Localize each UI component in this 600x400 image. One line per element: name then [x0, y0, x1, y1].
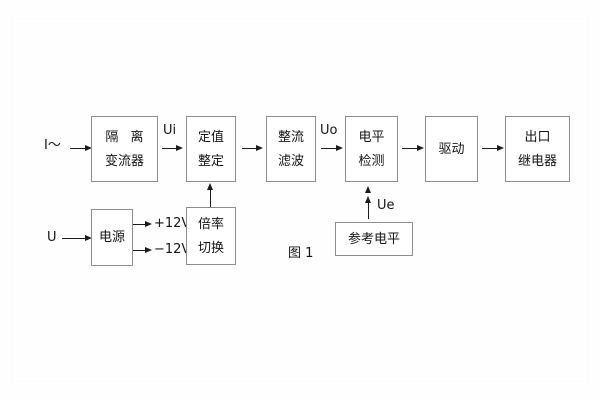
figure-caption: 图 1 — [288, 246, 314, 261]
current-input-line — [70, 148, 87, 149]
rail-negative-12v-arrow-icon — [145, 246, 152, 253]
block-isolation-transformer-line2: 变流器 — [104, 153, 144, 169]
block-reference-level-line1: 参考电平 — [347, 231, 400, 247]
current-input-arrow-icon — [85, 144, 92, 151]
block-setpoint-adjust[interactable]: 定值 整定 — [186, 116, 236, 182]
block-level-detect[interactable]: 电平 检测 — [345, 116, 398, 182]
signal-uo-label: Uo — [320, 123, 338, 138]
block-setpoint-adjust-line2: 整定 — [197, 153, 224, 169]
level-detect-input-arrow-icon — [364, 186, 371, 193]
rail-negative-12v-label: −12V — [154, 242, 191, 257]
block-output-relay-line2: 继电器 — [517, 153, 557, 169]
driver-to-relay-line — [482, 148, 500, 149]
voltage-input-line — [62, 238, 87, 239]
block-level-detect-line1: 电平 — [358, 129, 385, 145]
signal-uo-arrow-icon — [336, 144, 343, 151]
voltage-input-label: U — [47, 230, 57, 245]
current-input-label: I～ — [44, 138, 61, 153]
block-multiplier-switch[interactable]: 倍率 切换 — [186, 207, 236, 265]
signal-uo-line — [321, 148, 338, 149]
block-isolation-transformer[interactable]: 隔 离 变流器 — [91, 116, 158, 182]
block-rectify-filter-line1: 整流 — [277, 129, 304, 145]
setpoint-to-rectify-arrow-icon — [256, 144, 263, 151]
block-isolation-transformer-line1: 隔 离 — [105, 129, 148, 145]
driver-to-relay-arrow-icon — [497, 144, 504, 151]
multiplier-to-setpoint-arrow-icon — [206, 183, 213, 190]
level-to-driver-arrow-icon — [417, 144, 424, 151]
rail-positive-12v-arrow-icon — [145, 220, 152, 227]
diagram-frame — [12, 18, 588, 382]
signal-ue-line — [368, 200, 369, 219]
rail-positive-12v-line — [133, 224, 147, 225]
rail-negative-12v-line — [133, 250, 147, 251]
block-power-supply[interactable]: 电源 — [91, 209, 133, 266]
block-level-detect-line2: 检测 — [358, 153, 385, 169]
block-rectify-filter-line2: 滤波 — [277, 153, 304, 169]
block-multiplier-switch-line1: 倍率 — [197, 216, 224, 232]
block-driver[interactable]: 驱动 — [425, 116, 478, 182]
block-reference-level[interactable]: 参考电平 — [335, 222, 413, 256]
voltage-input-arrow-icon — [85, 234, 92, 241]
block-power-supply-line1: 电源 — [98, 230, 125, 245]
signal-ui-line — [162, 148, 179, 149]
block-output-relay[interactable]: 出口 继电器 — [505, 116, 570, 182]
setpoint-to-rectify-line — [242, 148, 259, 149]
block-driver-line1: 驱动 — [438, 141, 465, 157]
block-multiplier-switch-line2: 切换 — [197, 240, 224, 256]
level-to-driver-line — [402, 148, 420, 149]
block-output-relay-line1: 出口 — [524, 129, 551, 145]
signal-ue-arrow-icon — [364, 196, 371, 203]
rail-positive-12v-label: +12V — [154, 216, 191, 231]
signal-ui-label: Ui — [163, 123, 177, 138]
signal-ue-label: Ue — [377, 198, 395, 213]
multiplier-to-setpoint-line — [210, 187, 211, 207]
block-setpoint-adjust-line1: 定值 — [197, 129, 224, 145]
block-rectify-filter[interactable]: 整流 滤波 — [266, 116, 316, 182]
signal-ui-arrow-icon — [176, 144, 183, 151]
